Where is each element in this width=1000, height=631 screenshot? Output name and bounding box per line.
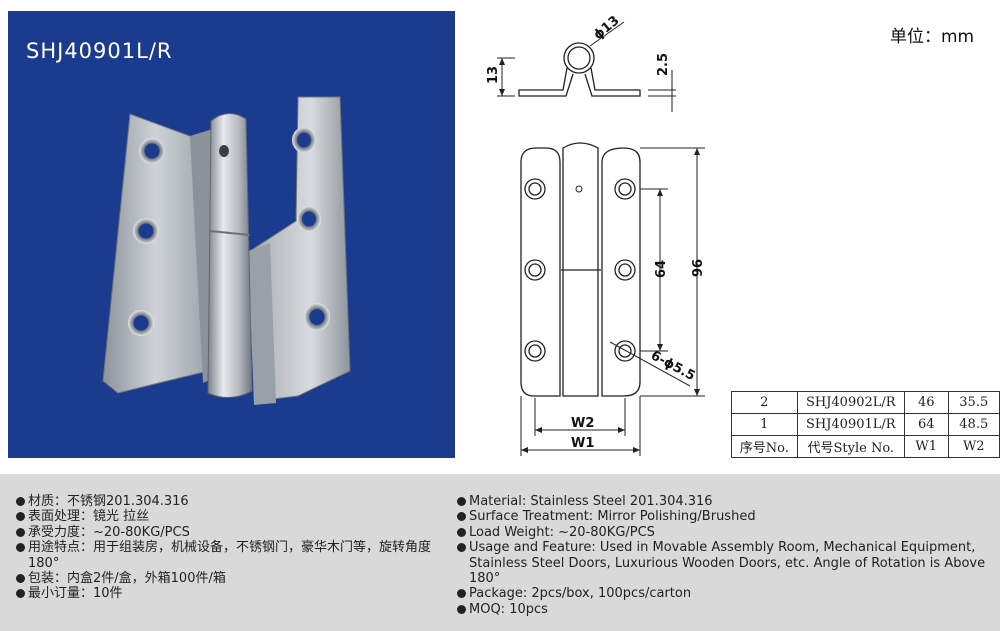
table-cell-style: SHJ40902L/R (796, 391, 905, 414)
dim-w1-label: W1 (571, 436, 594, 451)
table-cell-no: 1 (731, 413, 798, 436)
dim-thickness-label: 2.5 (656, 53, 671, 76)
table-cell-w1: 46 (903, 391, 949, 414)
unit-label: 单位：mm (890, 27, 975, 47)
spec-item-surface-zh: 表面处理：镜光 拉丝 (14, 509, 434, 524)
table-cell-w1: 64 (903, 413, 949, 436)
table-cell-style: SHJ40901L/R (796, 413, 905, 436)
product-photo-panel: SHJ40901L/R (8, 11, 455, 458)
dim-height-label: 13 (486, 66, 501, 84)
table-header-w2: W2 (947, 435, 1000, 458)
dim-64-label: 64 (654, 260, 669, 278)
spec-item-usage-zh: 用途特点：用于组装房，机械设备，不锈钢门，豪华木门等，旋转角度180° (14, 540, 434, 571)
spec-item-moq-zh: 最小订量：10件 (14, 586, 434, 601)
table-cell-no: 2 (731, 391, 798, 414)
spec-item-package-en: Package: 2pcs/box, 100pcs/carton (455, 586, 990, 601)
spec-item-usage-en: Usage and Feature: Used in Movable Assem… (455, 540, 990, 586)
table-row: 2 SHJ40902L/R 46 35.5 (731, 391, 1000, 414)
spec-list-chinese: 材质：不锈钢201.304.316 表面处理：镜光 拉丝 承受力度：~20-80… (14, 494, 434, 602)
spec-item-moq-en: MOQ: 10pcs (455, 602, 990, 617)
model-title: SHJ40901L/R (26, 39, 173, 63)
table-header-no: 序号No. (731, 435, 798, 458)
dim-diameter-label: ϕ13 (591, 13, 622, 43)
spec-info-band: 材质：不锈钢201.304.316 表面处理：镜光 拉丝 承受力度：~20-80… (0, 474, 1000, 631)
spec-item-surface-en: Surface Treatment: Mirror Polishing/Brus… (455, 509, 990, 524)
table-header-w1: W1 (903, 435, 949, 458)
table-cell-w2: 48.5 (947, 413, 1000, 436)
spec-item-material-zh: 材质：不锈钢201.304.316 (14, 494, 434, 509)
table-cell-w2: 35.5 (947, 391, 1000, 414)
table-header-row: 序号No. 代号Style No. W1 W2 (731, 435, 1000, 458)
dim-96-label: 96 (691, 259, 706, 277)
dim-holes-label: 6-ϕ5.5 (648, 348, 697, 384)
spec-item-load-en: Load Weight: ~20-80KG/PCS (455, 525, 990, 540)
dim-w2-label: W2 (571, 416, 594, 431)
hinge-photo (102, 96, 351, 405)
spec-list-english: Material: Stainless Steel 201.304.316 Su… (455, 494, 990, 617)
spec-item-package-zh: 包装：内盒2件/盒，外箱100件/箱 (14, 571, 434, 586)
spec-table: 2 SHJ40902L/R 46 35.5 1 SHJ40901L/R 64 4… (731, 391, 1000, 458)
spec-item-load-zh: 承受力度：~20-80KG/PCS (14, 525, 434, 540)
technical-drawing: ϕ13 13 2.5 64 96 6-ϕ5.5 W2 W1 (486, 13, 706, 456)
spec-item-material-en: Material: Stainless Steel 201.304.316 (455, 494, 990, 509)
table-row: 1 SHJ40901L/R 64 48.5 (731, 413, 1000, 436)
table-header-style: 代号Style No. (796, 435, 905, 458)
